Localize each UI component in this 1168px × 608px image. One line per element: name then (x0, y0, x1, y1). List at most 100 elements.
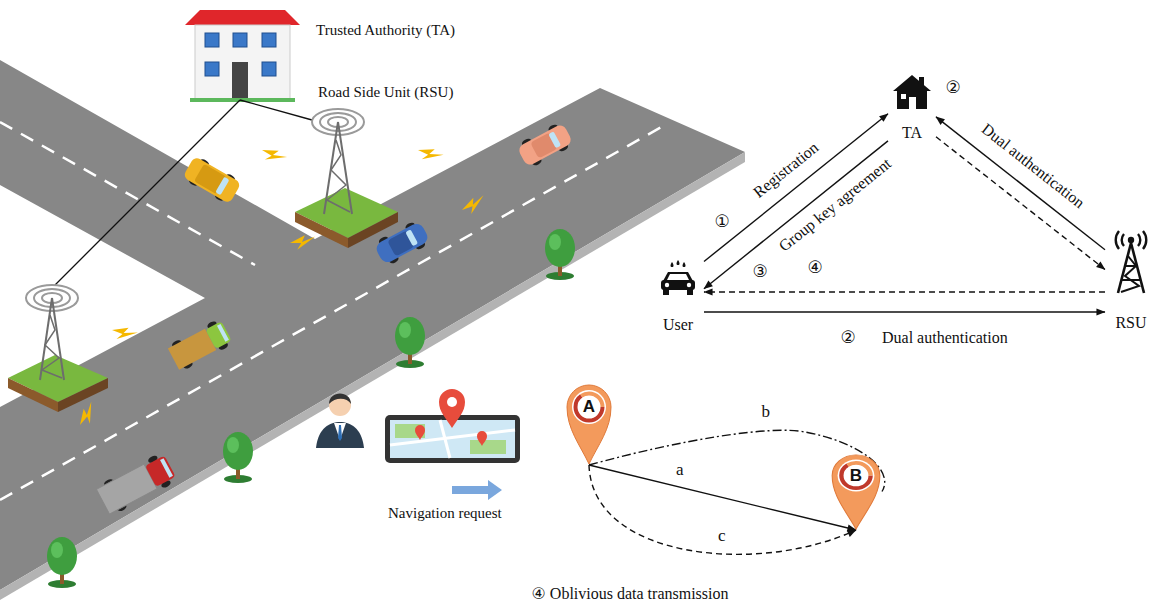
grass-block (8, 378, 58, 412)
location-pin (572, 390, 606, 424)
location-pin (841, 463, 870, 488)
edge-label: c (716, 526, 728, 546)
rsu-tower (338, 122, 352, 214)
caption-label: ④ Oblivious data transmission (532, 585, 729, 603)
location-pin (841, 463, 870, 488)
rsu-icon (1118, 243, 1131, 293)
rsu-tower (327, 140, 350, 212)
signal-bolt (259, 145, 288, 166)
car (160, 458, 173, 478)
car (166, 318, 233, 373)
tree (549, 234, 561, 250)
map-tablet (415, 425, 425, 440)
car (374, 221, 430, 265)
car (205, 321, 231, 349)
rsu-icon (1128, 237, 1134, 243)
rsu-icon (1111, 230, 1151, 294)
user-car-icon (677, 260, 680, 265)
rsu-tower (52, 298, 64, 380)
pin-letter: A (583, 397, 595, 417)
tree (51, 542, 63, 558)
location-pin (576, 394, 603, 421)
person (338, 425, 342, 441)
map-tablet (385, 389, 520, 463)
map-tablet (470, 440, 506, 454)
ta-building (262, 62, 276, 76)
person (334, 423, 346, 440)
location-pin (838, 460, 875, 492)
user-car-icon (667, 274, 689, 280)
ta-link-wire (55, 100, 312, 285)
user-car-icon (665, 283, 669, 287)
tree (227, 437, 239, 453)
car (217, 324, 229, 342)
location-pin (576, 394, 603, 421)
connector (589, 465, 856, 554)
rsu-icon (1121, 256, 1139, 292)
ta-building (195, 25, 290, 100)
person (329, 394, 351, 416)
car (405, 229, 418, 246)
signal-bolt (76, 400, 100, 429)
ta-building (233, 33, 247, 47)
location-pin (565, 383, 613, 465)
ta-building (190, 98, 295, 102)
title-label: Trusted Authority (TA) (316, 22, 455, 39)
user-car-icon (663, 272, 693, 281)
node-label: RSU (1115, 314, 1146, 332)
road (0, 125, 665, 500)
rsu-node: RSU (1105, 226, 1157, 332)
tree (47, 537, 77, 575)
map-tablet (447, 397, 457, 407)
grass-block (295, 188, 398, 238)
map-tablet (477, 431, 487, 446)
user-node: User (652, 256, 704, 334)
caption-label: Navigation request (388, 505, 502, 522)
ta-building (205, 62, 219, 76)
road (0, 122, 255, 265)
tree (47, 537, 77, 588)
user-car-icon (687, 289, 693, 295)
ta-building (205, 33, 219, 47)
tree (223, 432, 253, 470)
car (215, 177, 229, 196)
edge-label: Dual authentication (978, 120, 1088, 212)
connector (704, 291, 1105, 292)
road (0, 60, 745, 600)
connector (589, 465, 856, 530)
signal-bolt (460, 193, 489, 217)
car (372, 218, 431, 267)
location-pin (578, 396, 600, 418)
grass-block (8, 188, 398, 412)
ta-link-wire (240, 100, 312, 120)
user-car-icon (683, 262, 686, 267)
map-tablet (440, 420, 450, 458)
callout-number: ④ (808, 258, 823, 278)
location-pin (567, 385, 611, 464)
map-tablet (390, 430, 515, 445)
road (0, 60, 745, 590)
callout-number: ② (841, 328, 856, 348)
tree (545, 229, 575, 280)
rsu-icon (1125, 265, 1137, 267)
car (95, 451, 178, 517)
ta-node: TA (888, 70, 936, 142)
callout-number: ③ (753, 262, 768, 282)
edge-label: Dual authentication (882, 329, 1008, 347)
grass-block (58, 378, 108, 412)
person (329, 394, 351, 405)
request-arrow (452, 480, 502, 500)
request-arrow (452, 480, 502, 500)
ta-building (262, 33, 276, 47)
connector (704, 311, 1105, 312)
car (183, 156, 242, 204)
car (95, 120, 575, 516)
person (316, 422, 364, 448)
ta-icon (893, 75, 931, 109)
tree (545, 229, 575, 267)
edge-label: b (760, 402, 773, 422)
car (548, 131, 561, 148)
